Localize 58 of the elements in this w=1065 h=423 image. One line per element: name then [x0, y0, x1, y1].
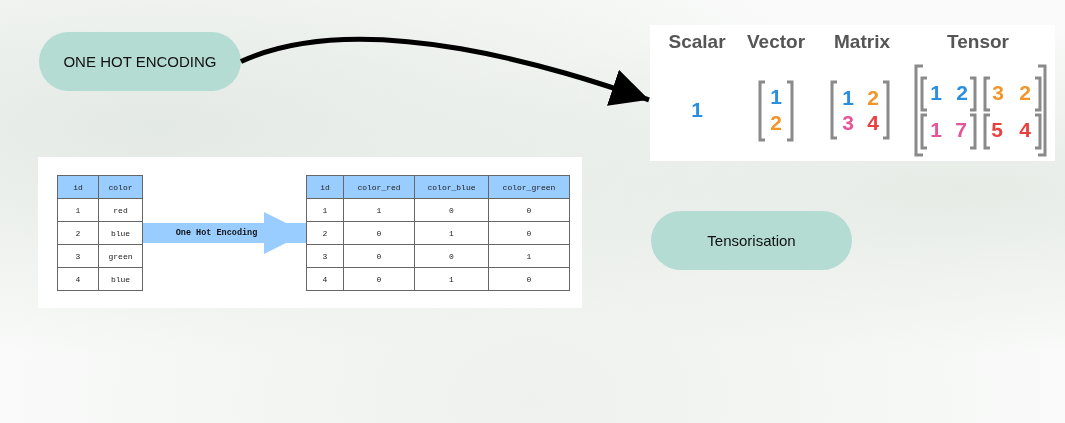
edge-label: One Hot Encoding [175, 228, 258, 238]
column-heading: Scalar [668, 31, 726, 53]
tensor-value: 1 [842, 86, 854, 110]
table-cell: 1 [414, 221, 489, 245]
tensor-value: 1 [691, 98, 703, 122]
tensor-value: 1 [770, 85, 782, 109]
tensor-value: 2 [956, 81, 968, 105]
block-arrow [143, 212, 306, 254]
tensor-value: 4 [867, 111, 879, 135]
table-cell: 4 [306, 267, 344, 291]
column-header: color [98, 175, 143, 199]
table-cell: blue [98, 267, 143, 291]
table-cell: 0 [343, 267, 415, 291]
table-cell: 0 [414, 244, 489, 268]
table-cell: blue [98, 221, 143, 245]
table-cell: 1 [414, 267, 489, 291]
tensor-value: 4 [1019, 118, 1031, 142]
tensor-value: 3 [842, 111, 854, 135]
image-card [38, 157, 582, 308]
column-heading: Tensor [947, 31, 1009, 53]
tensor-value: 2 [770, 111, 782, 135]
tensor-value: 1 [930, 81, 942, 105]
column-header: color_green [488, 175, 570, 199]
column-header: color_red [343, 175, 415, 199]
column-header: id [306, 175, 344, 199]
tensor-value: 5 [991, 118, 1003, 142]
table-cell: 0 [488, 221, 570, 245]
table-cell: 0 [488, 198, 570, 222]
tensor-value: 2 [1019, 81, 1031, 105]
data-table [57, 175, 143, 291]
curved-arrow [240, 36, 650, 106]
data-table [306, 175, 570, 291]
tensor-panel [650, 25, 1055, 161]
table-cell: 4 [57, 267, 99, 291]
box-label: Tensorisation [707, 232, 796, 249]
column-header: color_blue [414, 175, 489, 199]
table-cell: red [98, 198, 143, 222]
tensor-value: 1 [930, 118, 942, 142]
table-cell: 0 [343, 244, 415, 268]
table-cell: 0 [414, 198, 489, 222]
table-cell: 0 [343, 221, 415, 245]
tensor-value: 2 [867, 86, 879, 110]
table-cell: 1 [343, 198, 415, 222]
table-cell: 1 [488, 244, 570, 268]
table-cell: 1 [306, 198, 344, 222]
table-cell: 2 [306, 221, 344, 245]
table-cell: 3 [57, 244, 99, 268]
table-cell: 2 [57, 221, 99, 245]
table-cell: green [98, 244, 143, 268]
column-heading: Vector [746, 31, 806, 53]
table-cell: 3 [306, 244, 344, 268]
table-cell: 1 [57, 198, 99, 222]
column-heading: Matrix [834, 31, 890, 53]
column-header: id [57, 175, 99, 199]
table-cell: 0 [488, 267, 570, 291]
tensor-value: 7 [955, 118, 967, 142]
box-label: ONE HOT ENCODING [63, 53, 217, 70]
tensor-value: 3 [992, 81, 1004, 105]
